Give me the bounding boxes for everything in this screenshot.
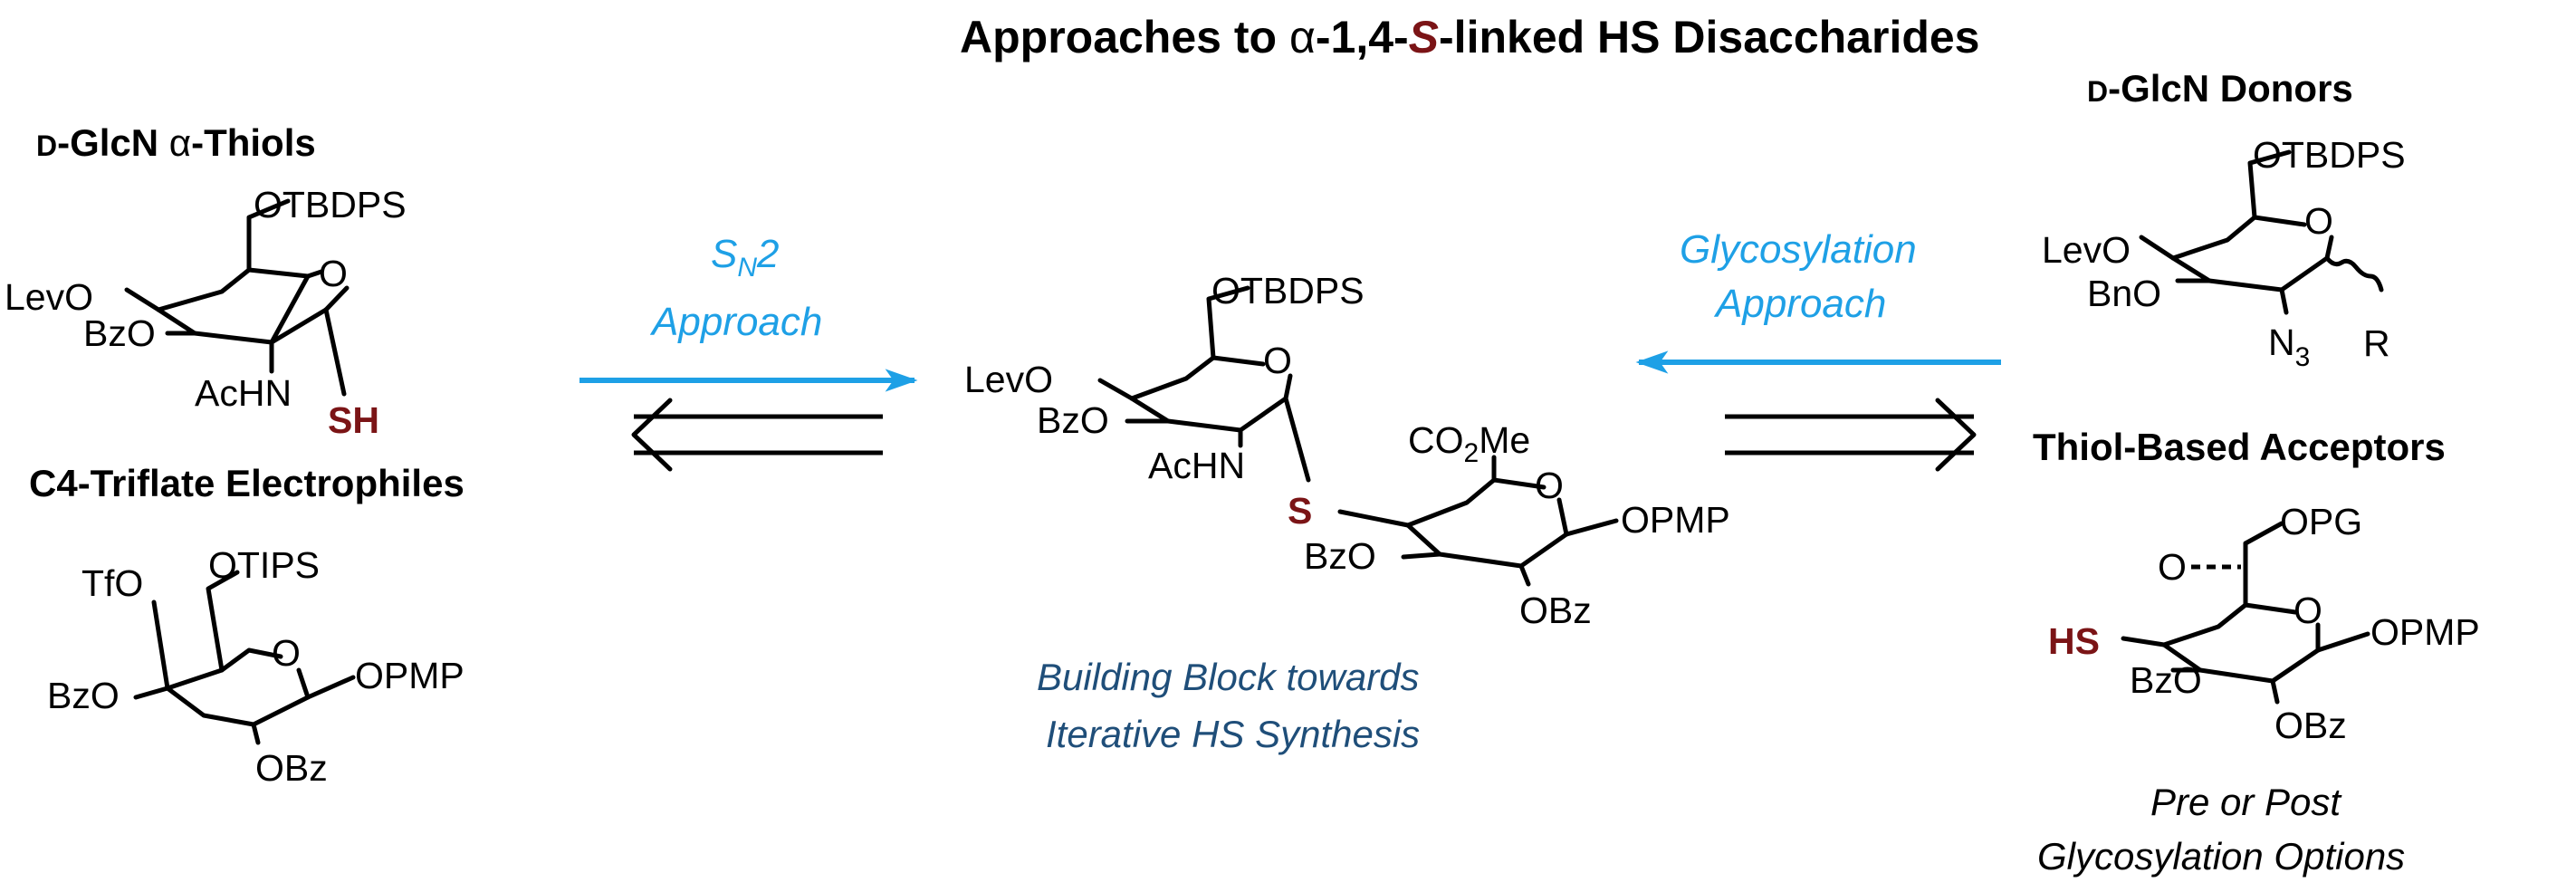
glcn-thiol-structure: D-GlcN α-Thiols O OTBDPS LevO BzO AcHN S… bbox=[5, 121, 407, 441]
otbdps-label: OTBDPS bbox=[2253, 134, 2406, 176]
ring-bond bbox=[1405, 523, 1569, 569]
ring-oxygen: O bbox=[1263, 340, 1292, 381]
acceptor-caption-line2: Glycosylation Options bbox=[2037, 835, 2405, 878]
ring-bond bbox=[2161, 642, 2321, 684]
ring-bond bbox=[165, 686, 311, 727]
thiol-acceptor-heading: Thiol-Based Acceptors bbox=[2033, 426, 2446, 468]
bzo-label: BzO bbox=[2130, 659, 2202, 701]
c6-bond bbox=[1206, 285, 1250, 360]
scheme-title: Approaches to α-1,4-S-linked HS Disaccha… bbox=[960, 12, 1980, 62]
levo-bond bbox=[2139, 235, 2176, 261]
center-disaccharide: O OTBDPS LevO BzO AcHN S O CO2Me BzO OPM… bbox=[964, 270, 1730, 755]
bzo-label: BzO bbox=[83, 312, 156, 354]
obz-bond bbox=[1518, 563, 1531, 587]
carbonyl-bond bbox=[2243, 521, 2284, 546]
obz-label: OBz bbox=[1519, 590, 1592, 631]
levo-label: LevO bbox=[5, 276, 93, 318]
carbonyl-oxygen: O bbox=[2158, 546, 2187, 588]
achn-label: AcHN bbox=[1148, 445, 1245, 486]
bno-label: BnO bbox=[2087, 273, 2161, 314]
sn2-approach-label: Approach bbox=[649, 300, 822, 344]
ring-oxygen: O bbox=[2304, 200, 2333, 242]
anomeric-wavy-bond bbox=[2324, 255, 2384, 293]
sn2-label: SN2 bbox=[711, 232, 780, 283]
ring-bond bbox=[156, 267, 311, 312]
ring-bond bbox=[2170, 255, 2330, 293]
ring-bond bbox=[296, 667, 311, 700]
glcn-thiol-heading: D-GlcN α-Thiols bbox=[36, 121, 316, 164]
obz-bond bbox=[2270, 678, 2280, 705]
sn2-arrow-group: SN2 Approach bbox=[579, 232, 918, 472]
c6-bond bbox=[2247, 149, 2292, 220]
bzo-label: BzO bbox=[47, 675, 120, 716]
s-bond bbox=[1337, 509, 1411, 528]
bzo-label: BzO bbox=[1037, 399, 1109, 441]
obz-label: OBz bbox=[2274, 705, 2347, 746]
ring-bond bbox=[2324, 235, 2334, 261]
c4-triflate-heading: C4-Triflate Electrophiles bbox=[29, 462, 464, 504]
c6-bond bbox=[246, 198, 291, 273]
s-bond bbox=[1283, 396, 1311, 483]
glycosylation-approach-label: Approach bbox=[1713, 282, 1886, 326]
glcn-donor-heading: D-GlcN Donors bbox=[2087, 67, 2353, 110]
opmp-bond bbox=[1564, 518, 1619, 537]
levo-label: LevO bbox=[2042, 229, 2131, 271]
glycosylation-arrow-group: Glycosylation Approach bbox=[1635, 227, 2001, 472]
levo-bond bbox=[1097, 378, 1135, 401]
thiol-acceptor-structure: Thiol-Based Acceptors O OPG O HS BzO OPM… bbox=[2033, 426, 2480, 878]
tfo-label: TfO bbox=[81, 562, 143, 604]
retro-arrow-head bbox=[1935, 398, 1977, 472]
sh-bond bbox=[323, 307, 347, 397]
acceptor-caption-line1: Pre or Post bbox=[2150, 781, 2342, 823]
ring-bond bbox=[2170, 215, 2307, 261]
opmp-label: OPMP bbox=[1621, 499, 1730, 541]
bzo-bond bbox=[133, 686, 170, 700]
opg-label: OPG bbox=[2280, 501, 2362, 542]
s-label: S bbox=[1288, 490, 1312, 532]
ring-oxygen: O bbox=[272, 632, 301, 674]
bzo-label: BzO bbox=[1304, 535, 1376, 577]
ring-bond bbox=[165, 647, 283, 691]
otips-label: OTIPS bbox=[208, 544, 320, 586]
ring-bond bbox=[305, 269, 324, 279]
ring-bond bbox=[1556, 497, 1569, 537]
opmp-bond bbox=[2315, 631, 2370, 653]
bzo-bond bbox=[1401, 552, 1442, 560]
ring-bond bbox=[1405, 477, 1547, 528]
ring-bond bbox=[2161, 602, 2298, 647]
ring-bond bbox=[269, 307, 329, 345]
levo-bond bbox=[124, 287, 161, 312]
ring-bond bbox=[1129, 355, 1266, 401]
n3-bond bbox=[2279, 287, 2289, 315]
ring-bond bbox=[323, 285, 350, 312]
hs-bond bbox=[2121, 636, 2167, 647]
levo-label: LevO bbox=[964, 359, 1053, 400]
ring-bond bbox=[1129, 396, 1288, 433]
tfo-bond bbox=[151, 599, 170, 691]
center-caption-line1: Building Block towards bbox=[1037, 656, 1420, 698]
otbdps-label: OTBDPS bbox=[254, 184, 407, 225]
ring-oxygen: O bbox=[319, 253, 348, 294]
c4-triflate-structure: C4-Triflate Electrophiles O TfO OTIPS Bz… bbox=[29, 462, 464, 789]
obz-bond bbox=[251, 722, 261, 745]
opmp-label: OPMP bbox=[355, 655, 464, 696]
retro-arrow-head bbox=[631, 398, 673, 472]
sh-label: SH bbox=[328, 399, 379, 441]
co2me-label: CO2Me bbox=[1408, 419, 1530, 468]
opmp-label: OPMP bbox=[2370, 611, 2480, 653]
achn-label: AcHN bbox=[195, 372, 292, 414]
obz-label: OBz bbox=[255, 747, 328, 789]
otbdps-label: OTBDPS bbox=[1211, 270, 1365, 312]
r-label: R bbox=[2363, 322, 2390, 364]
ring-bond bbox=[1283, 373, 1293, 401]
glcn-donor-structure: D-GlcN Donors O OTBDPS LevO BnO N3 R bbox=[2042, 67, 2406, 372]
n3-label: N3 bbox=[2268, 321, 2310, 372]
hs-label: HS bbox=[2048, 620, 2100, 662]
center-caption-line2: Iterative HS Synthesis bbox=[1046, 713, 1420, 755]
c6-bond bbox=[206, 570, 240, 673]
glycosylation-label: Glycosylation bbox=[1680, 227, 1917, 272]
ring-bond bbox=[156, 273, 311, 345]
opmp-bond bbox=[305, 675, 356, 700]
